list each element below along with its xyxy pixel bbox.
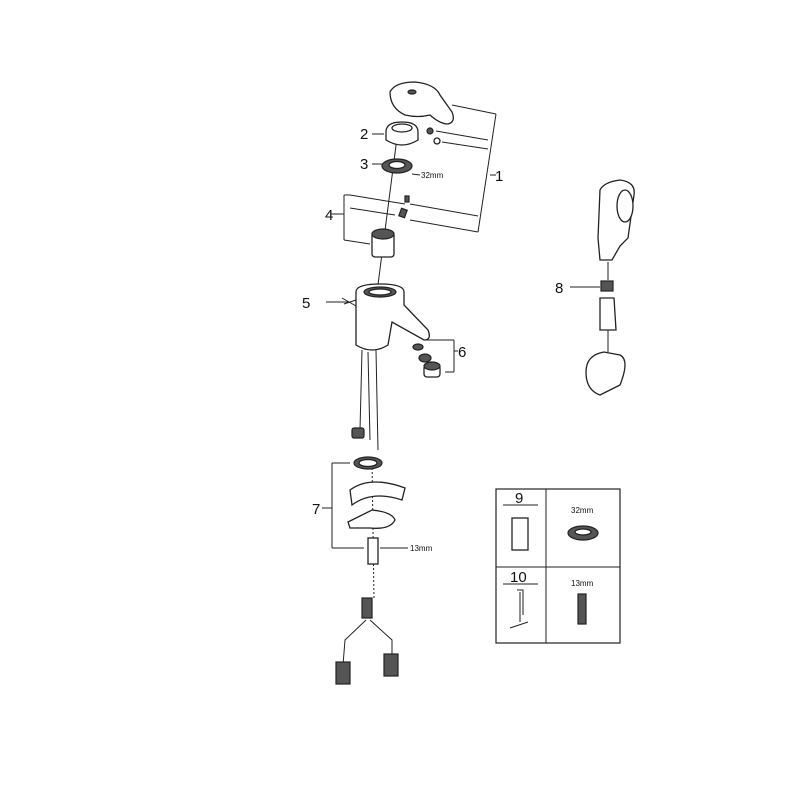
cartridge-part-4 [330, 194, 479, 258]
mounting-set-part-7 [322, 456, 408, 565]
tools-table [495, 488, 621, 644]
assembly-axis-lower [371, 459, 375, 601]
nut-part-3 [372, 158, 421, 176]
nut-size-label: 32mm [421, 171, 444, 180]
hand-shower-part-8 [570, 179, 635, 396]
t-wrench-icon [509, 589, 529, 629]
aerator-part-6 [412, 339, 458, 378]
label-1: 1 [495, 168, 503, 185]
assembly-axis [375, 129, 399, 301]
label-4: 4 [325, 207, 333, 224]
bottom-nut-size-label: 13mm [410, 544, 433, 553]
label-7: 7 [312, 501, 320, 518]
label-5: 5 [302, 295, 310, 312]
tool-number-10: 10 [510, 569, 527, 586]
tool-size-32mm: 32mm [571, 506, 594, 515]
handle-part-1 [389, 81, 497, 233]
label-2: 2 [360, 126, 368, 143]
faucet-body [326, 283, 430, 451]
socket-13mm-icon [577, 593, 587, 625]
tool-size-13mm: 13mm [571, 579, 594, 588]
cover-cap-part-2 [372, 121, 419, 146]
label-6: 6 [458, 344, 466, 361]
label-8: 8 [555, 280, 563, 297]
supply-hoses [335, 597, 399, 685]
cartridge-tool-icon [511, 517, 529, 551]
tool-number-9: 9 [515, 490, 523, 507]
label-3: 3 [360, 156, 368, 173]
